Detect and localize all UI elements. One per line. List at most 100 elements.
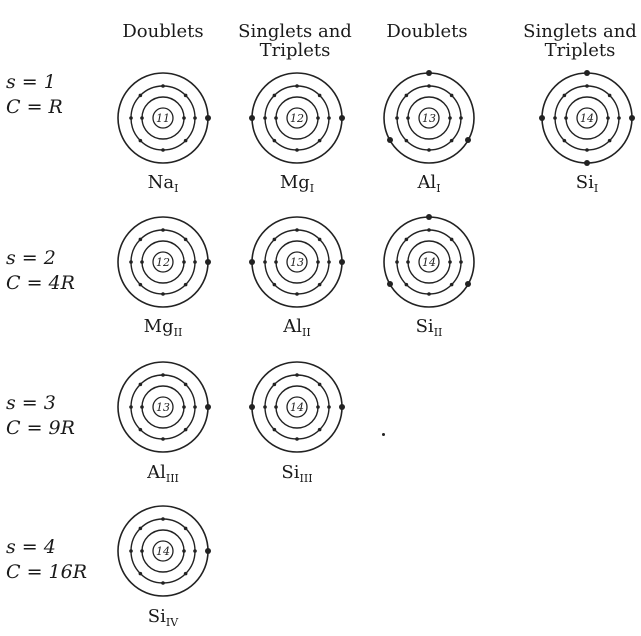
middle-electron bbox=[273, 139, 277, 143]
middle-electron bbox=[585, 148, 589, 152]
middle-electron bbox=[161, 84, 165, 88]
ionization-subscript: II bbox=[174, 326, 183, 339]
nucleus-number: 11 bbox=[156, 112, 170, 125]
atom-model: 13 bbox=[108, 352, 218, 462]
atom-svg: 11 bbox=[108, 63, 218, 173]
middle-electron bbox=[295, 292, 299, 296]
ionization-subscript: I bbox=[436, 182, 440, 195]
element-name: Mg bbox=[280, 172, 310, 193]
outer-electron bbox=[249, 404, 255, 410]
middle-electron bbox=[318, 283, 322, 287]
ionization-subscript: III bbox=[166, 472, 179, 485]
outer-electron bbox=[205, 115, 211, 121]
middle-electron bbox=[585, 84, 589, 88]
nucleus-number: 14 bbox=[290, 401, 304, 414]
element-name: Si bbox=[416, 316, 434, 337]
outer-electron bbox=[465, 137, 471, 143]
middle-electron bbox=[193, 116, 197, 120]
outer-electron bbox=[584, 160, 590, 166]
s-value: s = 3 bbox=[6, 391, 116, 416]
inner-electron bbox=[448, 260, 452, 264]
atom-svg: 14 bbox=[374, 207, 484, 317]
middle-electron bbox=[193, 260, 197, 264]
middle-electron bbox=[608, 94, 612, 98]
atom-model: 13 bbox=[242, 207, 352, 317]
middle-electron bbox=[553, 116, 557, 120]
middle-electron bbox=[273, 383, 277, 387]
header-line: Singlets and bbox=[225, 22, 365, 41]
outer-electron bbox=[387, 137, 393, 143]
middle-electron bbox=[405, 283, 409, 287]
outer-electron bbox=[584, 70, 590, 76]
middle-electron bbox=[318, 238, 322, 242]
element-name: Si bbox=[576, 172, 594, 193]
nucleus-number: 14 bbox=[422, 256, 436, 269]
middle-electron bbox=[184, 94, 188, 98]
middle-electron bbox=[139, 428, 143, 432]
header-line: Doublets bbox=[357, 22, 497, 41]
middle-electron bbox=[395, 260, 399, 264]
nucleus-number: 14 bbox=[580, 112, 594, 125]
outer-electron bbox=[249, 115, 255, 121]
atom-model: 14 bbox=[108, 496, 218, 606]
middle-electron bbox=[129, 116, 133, 120]
middle-electron bbox=[405, 139, 409, 143]
c-value: C = R bbox=[6, 95, 116, 120]
element-symbol: SiI bbox=[532, 172, 641, 195]
middle-electron bbox=[161, 437, 165, 441]
middle-electron bbox=[161, 292, 165, 296]
element-name: Si bbox=[148, 606, 166, 627]
middle-electron bbox=[139, 283, 143, 287]
header-line: Triplets bbox=[510, 41, 641, 60]
atom-svg: 12 bbox=[108, 207, 218, 317]
atom-svg: 14 bbox=[242, 352, 352, 462]
nucleus-number: 12 bbox=[290, 112, 304, 125]
ionization-subscript: I bbox=[594, 182, 598, 195]
element-name: Al bbox=[283, 316, 302, 337]
ionization-subscript: I bbox=[174, 182, 178, 195]
element-symbol: MgI bbox=[242, 172, 352, 195]
inner-electron bbox=[606, 116, 610, 120]
middle-electron bbox=[263, 116, 267, 120]
inner-electron bbox=[182, 549, 186, 553]
middle-electron bbox=[161, 373, 165, 377]
middle-electron bbox=[427, 84, 431, 88]
middle-electron bbox=[139, 527, 143, 531]
middle-electron bbox=[295, 437, 299, 441]
element-name: Mg bbox=[144, 316, 174, 337]
nucleus-number: 12 bbox=[156, 256, 170, 269]
inner-electron bbox=[140, 549, 144, 553]
atom-model: 12 bbox=[242, 63, 352, 173]
outer-electron bbox=[426, 214, 432, 220]
middle-electron bbox=[405, 238, 409, 242]
middle-electron bbox=[139, 139, 143, 143]
middle-electron bbox=[129, 260, 133, 264]
middle-electron bbox=[295, 373, 299, 377]
middle-electron bbox=[161, 581, 165, 585]
atom-svg: 13 bbox=[242, 207, 352, 317]
middle-electron bbox=[193, 405, 197, 409]
middle-electron bbox=[184, 139, 188, 143]
middle-electron bbox=[184, 283, 188, 287]
inner-electron bbox=[406, 116, 410, 120]
middle-electron bbox=[617, 116, 621, 120]
element-symbol: SiII bbox=[374, 316, 484, 339]
outer-electron bbox=[387, 281, 393, 287]
middle-electron bbox=[295, 228, 299, 232]
s-value: s = 1 bbox=[6, 70, 116, 95]
header-line: Doublets bbox=[93, 22, 233, 41]
atom-svg: 12 bbox=[242, 63, 352, 173]
nucleus-number: 13 bbox=[156, 401, 170, 414]
inner-electron bbox=[406, 260, 410, 264]
nucleus-number: 13 bbox=[290, 256, 304, 269]
inner-electron bbox=[274, 405, 278, 409]
middle-electron bbox=[427, 148, 431, 152]
element-symbol: SiIII bbox=[242, 462, 352, 485]
outer-electron bbox=[339, 259, 345, 265]
middle-electron bbox=[184, 428, 188, 432]
middle-electron bbox=[263, 260, 267, 264]
inner-electron bbox=[564, 116, 568, 120]
atom-model: 14 bbox=[374, 207, 484, 317]
element-symbol: MgII bbox=[108, 316, 218, 339]
atom-model: 13 bbox=[374, 63, 484, 173]
